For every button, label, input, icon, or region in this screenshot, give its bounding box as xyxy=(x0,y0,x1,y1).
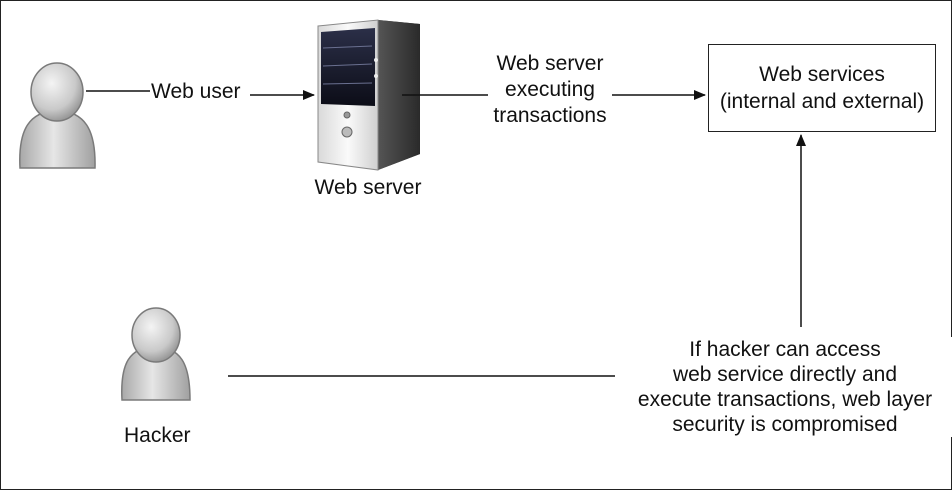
warning-line-4: security is compromised xyxy=(672,413,898,436)
warning-line-3: execute transactions, web layer xyxy=(637,388,933,411)
executing-label: Web server executing transactions xyxy=(488,51,612,129)
warning-note: If hacker can access web service directl… xyxy=(615,337,952,437)
executing-line-1: Web server xyxy=(496,52,604,75)
web-services-box: Web services (internal and external) xyxy=(708,44,936,132)
web-server-icon xyxy=(317,19,420,171)
web-user-icon xyxy=(19,62,96,169)
warning-line-2: web service directly and xyxy=(672,363,898,386)
executing-line-2: executing xyxy=(505,78,595,101)
web-server-label: Web server xyxy=(302,175,434,201)
executing-line-3: transactions xyxy=(493,104,607,127)
hacker-icon xyxy=(121,307,191,401)
web-user-label: Web user xyxy=(151,79,241,105)
warning-line-1: If hacker can access xyxy=(689,338,881,361)
web-services-subtitle: (internal and external) xyxy=(719,90,925,113)
web-services-title: Web services xyxy=(759,63,885,86)
hacker-label: Hacker xyxy=(124,423,191,449)
